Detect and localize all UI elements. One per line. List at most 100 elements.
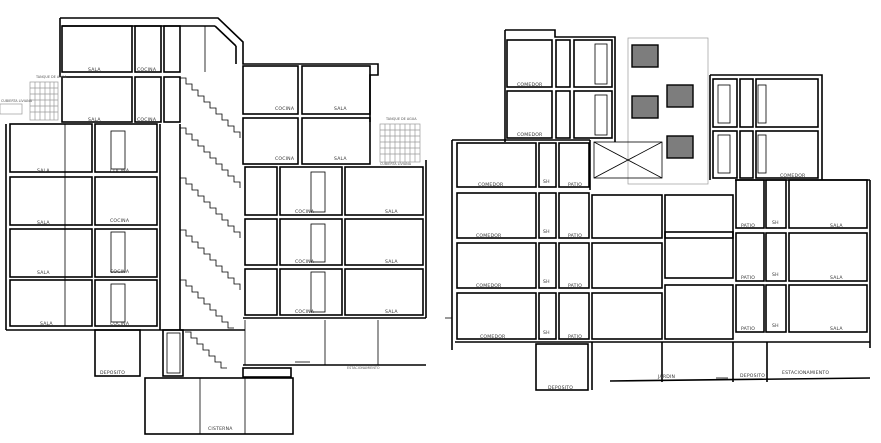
label-deposito-r: DEPOSITO (740, 373, 765, 379)
room-cocina-6 (94, 279, 158, 327)
room-stair-base (162, 329, 184, 377)
room-sh-r3 (765, 284, 787, 333)
label-cocina-3: COCINA (110, 168, 130, 174)
label-sala-2: SALA (88, 117, 101, 123)
room-cocina-r1 (242, 65, 299, 115)
room-sala-3 (9, 123, 93, 173)
door-cocina-3 (110, 130, 126, 170)
label-comedor-2: COMEDOR (476, 233, 502, 239)
label-patio-4: PATIO (568, 334, 582, 340)
stair-flight-2 (180, 127, 241, 188)
light-well (627, 37, 709, 185)
room-sala-r5 (344, 268, 424, 316)
room-sala-top (61, 25, 133, 73)
room-patio-1 (558, 142, 590, 188)
door-top1 (594, 43, 608, 85)
label-sh-r2: SH (772, 272, 779, 278)
label-deposito-left: DEPOSITO (100, 370, 125, 376)
label-cocina-r3: COCINA (295, 209, 315, 215)
label-jardin: JARDIN (657, 374, 675, 380)
label-cocina-top: COCINA (137, 67, 157, 73)
room-comedor-3 (456, 242, 537, 289)
label-note-right: CUBIERTA LIVIANA (380, 162, 412, 166)
label-sh-1: SH (543, 179, 550, 185)
void-cross-b (593, 141, 663, 179)
door-r-mid (717, 134, 731, 174)
room-sala-5 (9, 228, 93, 278)
roof-note-box (0, 103, 23, 115)
room-comedor-top1 (506, 39, 553, 88)
label-comedor-r0: COMEDOR (780, 173, 806, 179)
room-cocina-top (134, 25, 162, 73)
right-building-section: COMEDOR COMEDOR COMEDOR SH PATIO COMEDOR… (445, 29, 871, 391)
label-cocina-r5: COCINA (295, 309, 315, 315)
label-cocina-4: COCINA (110, 218, 130, 224)
label-deposito-right: DEPOSITO (548, 385, 573, 391)
room-cocina-5 (94, 228, 158, 278)
room-patio-3 (558, 242, 590, 289)
door-r-top (717, 84, 731, 124)
room-cocina-r5 (279, 268, 343, 316)
void-cross (593, 141, 663, 179)
room-sh-r1 (765, 179, 787, 229)
label-comedor-top2: COMEDOR (517, 132, 543, 138)
label-cocina-2: COCINA (137, 117, 157, 123)
stair-flight-5 (180, 279, 234, 329)
label-patio-2: PATIO (568, 233, 582, 239)
label-sh-r1: SH (772, 220, 779, 226)
room-stair-landing-5 (244, 268, 278, 316)
skylight-4 (666, 135, 694, 159)
room-patio-r3 (735, 284, 765, 333)
label-sala-top: SALA (88, 67, 101, 73)
room-comedor-4 (456, 292, 537, 340)
label-sala-r1-right: SALA (830, 223, 843, 229)
room-sala-r1 (301, 65, 371, 115)
room-bath-top2 (555, 90, 571, 139)
label-patio-3: PATIO (568, 283, 582, 289)
label-sala-r3-right: SALA (830, 326, 843, 332)
room-cocina-r3 (279, 166, 343, 216)
door-cocina-r3 (310, 171, 326, 213)
label-sala-5: SALA (37, 270, 50, 276)
door-cocina-5 (110, 231, 126, 273)
label-patio-r1: PATIO (741, 223, 755, 229)
label-estacionamiento-right: ESTACIONAMIENTO (782, 370, 829, 376)
room-cocina-4 (94, 176, 158, 226)
room-sala-4 (9, 176, 93, 226)
skylight-1 (631, 44, 659, 68)
label-cocina-5: COCINA (110, 269, 130, 275)
door-r-mid-b (757, 134, 767, 174)
door-cocina-r4 (310, 223, 326, 263)
stair-flight-4 (180, 229, 241, 290)
room-comedor-top2 (506, 90, 553, 139)
room-right-1 (664, 194, 734, 239)
stair-flight-6 (185, 331, 227, 369)
water-tank-left (29, 81, 59, 121)
label-sala-6: SALA (40, 321, 53, 327)
room-sala-r4 (344, 218, 424, 266)
room-sala-r3 (344, 166, 424, 216)
label-patio-1: PATIO (568, 182, 582, 188)
access-ramp (242, 367, 292, 378)
room-cocina-r4 (279, 218, 343, 266)
label-patio-r3: PATIO (741, 326, 755, 332)
label-comedor-3: COMEDOR (476, 283, 502, 289)
label-cocina-r4: COCINA (295, 259, 315, 265)
room-center-2 (591, 242, 663, 289)
room-stair-landing-3 (244, 166, 278, 216)
label-cocina-r1: COCINA (275, 106, 295, 112)
room-patio-2 (558, 192, 590, 239)
room-cocina-3 (94, 123, 158, 173)
room-sala-2 (61, 76, 133, 123)
label-sala-3: SALA (37, 168, 50, 174)
right-block-outline (709, 74, 823, 180)
label-cocina-6: COCINA (110, 321, 130, 327)
room-stair-r-mid (739, 130, 754, 179)
stair-core-2 (163, 76, 181, 123)
room-sala-r2 (301, 117, 371, 165)
label-estacionamiento-left: ESTACIONAMIENTO (347, 366, 380, 370)
label-sala-r2: SALA (334, 156, 347, 162)
room-sh-3 (538, 242, 557, 289)
room-sh-1 (538, 142, 557, 188)
